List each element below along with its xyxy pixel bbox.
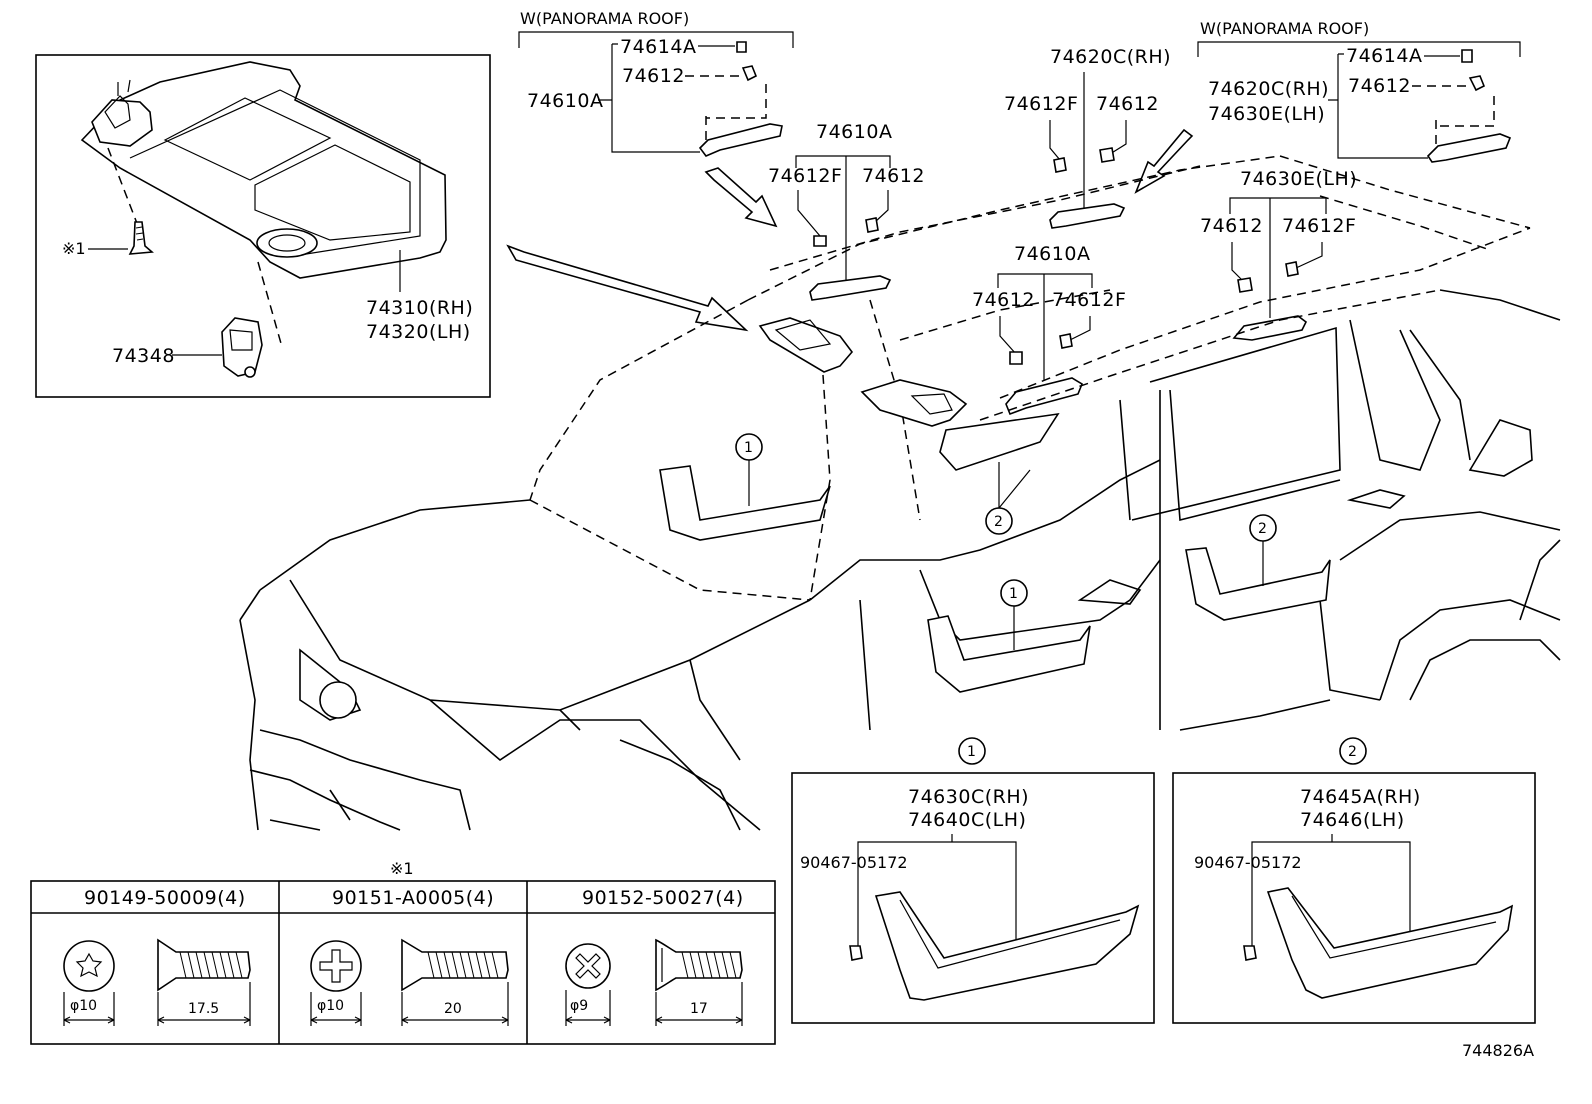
- cap-label-right: 74614A: [1346, 45, 1422, 67]
- panorama-label-left: W(PANORAMA ROOF): [520, 9, 689, 28]
- screw-col-3-part: 90152-50027(4): [582, 887, 744, 909]
- panorama-group-right: W(PANORAMA ROOF) 74614A 74612 74620C(RH)…: [1197, 19, 1521, 163]
- detail-1: 1 74630C(RH) 74640C(LH) 90467-05172: [791, 737, 1155, 1024]
- vehicle-outline: [239, 155, 1561, 831]
- screw-col-2-length: 20: [444, 1001, 462, 1017]
- diagram-id: 744826A: [1462, 1041, 1534, 1060]
- phillips-head-icon: [565, 943, 611, 989]
- visor-rh-label: 74310(RH): [366, 297, 473, 319]
- screw-body-2: [401, 938, 509, 992]
- assembly-label-left: 74610A: [527, 90, 603, 112]
- callout-2-b: 2: [1258, 521, 1267, 537]
- inset-frame: [35, 54, 491, 398]
- vehicle-callouts: 1 1 2 2: [735, 433, 1277, 650]
- screw-col-2-part: 90151-A0005(4): [332, 887, 494, 909]
- sun-visor-drawing: [80, 61, 447, 279]
- screw-col-1-length: 17.5: [188, 1001, 219, 1017]
- clip-label-right: 74612: [1348, 75, 1411, 97]
- door-trims-on-vehicle: [659, 465, 1331, 693]
- detail-1-callout: 1: [967, 744, 976, 760]
- bracket-label: 74348: [112, 345, 175, 367]
- grip-group-mid: 74610A 74612 74612F: [972, 243, 1126, 416]
- assembly-label-center: 74610A: [816, 121, 892, 143]
- detail-1-clip-label: 90467-05172: [800, 853, 908, 872]
- detail-1-part-lh: 74640C(LH): [908, 809, 1026, 831]
- detail-2: 2 74645A(RH) 74646(LH) 90467-05172: [1172, 737, 1536, 1024]
- clip-label-rear-lower: 74612: [1200, 215, 1263, 237]
- screw-col-3-diameter: φ9: [570, 998, 588, 1014]
- cap-label-left: 74614A: [620, 36, 696, 58]
- clip-label-left: 74612: [622, 65, 685, 87]
- torx-head-icon: [63, 940, 115, 992]
- phillips-head-icon: [310, 940, 362, 992]
- screw-body-1: [157, 938, 251, 992]
- detail-2-frame: [1172, 772, 1536, 1024]
- assembly-rh-label-right: 74620C(RH): [1208, 78, 1329, 100]
- screw-col-2-diameter: φ10: [317, 998, 344, 1014]
- detail-1-frame: [791, 772, 1155, 1024]
- clip-f-label-rear-lower: 74612F: [1282, 215, 1356, 237]
- screw-ref-label: ※1: [62, 239, 86, 258]
- screw-col-1-diameter: φ10: [70, 998, 97, 1014]
- callout-1-b: 1: [1009, 586, 1018, 602]
- assembly-rh-label-rear-top: 74620C(RH): [1050, 46, 1171, 68]
- clip-f-label-mid: 74612F: [1052, 289, 1126, 311]
- panorama-group-left: W(PANORAMA ROOF) 74614A 74612 74610A: [518, 9, 794, 157]
- screw-drawing: ※1: [62, 147, 154, 258]
- clip-f-label-center: 74612F: [768, 165, 842, 187]
- direction-arrows: [506, 128, 1194, 332]
- screw-table-ref: ※1: [390, 859, 414, 878]
- detail-2-callout: 2: [1348, 744, 1357, 760]
- screw-col-1-part: 90149-50009(4): [84, 887, 246, 909]
- screw-col-3-length: 17: [690, 1001, 708, 1017]
- visor-lh-label: 74320(LH): [366, 321, 471, 343]
- clip-f-label-rear-top: 74612F: [1004, 93, 1078, 115]
- panorama-label-right: W(PANORAMA ROOF): [1200, 19, 1369, 38]
- detail-2-part-lh: 74646(LH): [1300, 809, 1405, 831]
- detail-2-clip-label: 90467-05172: [1194, 853, 1302, 872]
- assembly-label-mid: 74610A: [1014, 243, 1090, 265]
- callout-1-a: 1: [744, 440, 753, 456]
- grip-group-rear-top: 74620C(RH) 74612F 74612: [1004, 46, 1171, 229]
- visors-on-vehicle: [758, 317, 1060, 471]
- clip-label-rear-top: 74612: [1096, 93, 1159, 115]
- sun-visor-inset: ※1 74348 74310(RH) 74320(LH): [35, 54, 491, 398]
- grip-group-rear-lower: 74630E(LH) 74612 74612F: [1200, 168, 1357, 341]
- screw-table: ※1 90149-50009(4) φ10 17.5 90151-A0005(4…: [30, 859, 776, 1045]
- screw-body-3: [655, 938, 743, 992]
- visor-bracket-drawing: 74348: [112, 261, 283, 378]
- assembly-lh-label-rear-lower: 74630E(LH): [1240, 168, 1357, 190]
- clip-label-mid: 74612: [972, 289, 1035, 311]
- assembly-lh-label-right: 74630E(LH): [1208, 103, 1325, 125]
- clip-label-center: 74612: [862, 165, 925, 187]
- callout-2-a: 2: [994, 514, 1003, 530]
- screw-table-frame: [30, 880, 776, 1045]
- detail-2-part-rh: 74645A(RH): [1300, 786, 1421, 808]
- detail-1-part-rh: 74630C(RH): [908, 786, 1029, 808]
- grip-group-center: 74610A 74612F 74612: [768, 121, 925, 301]
